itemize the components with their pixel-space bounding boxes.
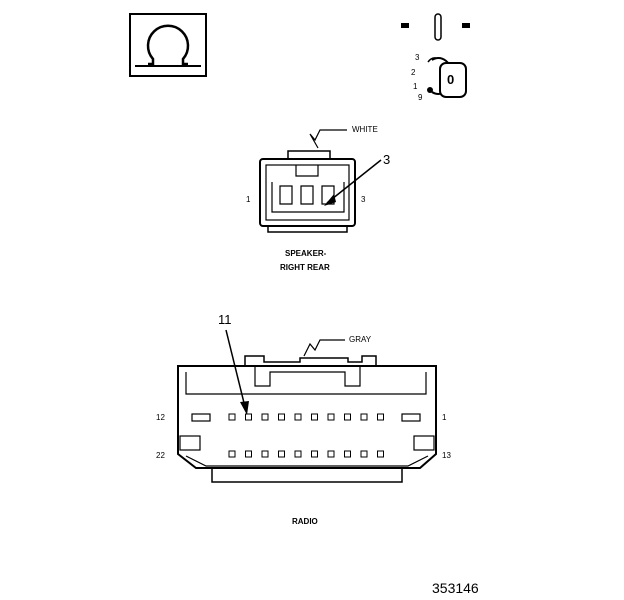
speaker-caption-line1: SPEAKER- [285, 249, 327, 258]
radio-pin-cavity [360, 413, 368, 421]
ignition-pos-3: 3 [415, 53, 420, 62]
speaker-pin-right: 3 [361, 195, 366, 204]
radio-pin-cavity [228, 450, 236, 458]
radio-pin-cavity [377, 413, 384, 421]
speaker-connector: WHITE 3 1 3 SPEAKER- RIGHT REAR [246, 125, 390, 272]
radio-pin-cavity [327, 450, 335, 458]
ignition-pos-9: 9 [418, 93, 423, 102]
speaker-caption-line2: RIGHT REAR [280, 263, 330, 272]
speaker-color-label: WHITE [352, 125, 378, 134]
radio-connector: GRAY 11 12 1 22 13 RADIO [156, 312, 451, 526]
radio-pin-cavity [360, 450, 368, 458]
radio-pin-12: 12 [156, 413, 165, 422]
radio-pin-cavity [311, 450, 318, 458]
radio-pin-cavity [261, 413, 269, 421]
speaker-pin-left: 1 [246, 195, 251, 204]
radio-pin-1: 1 [442, 413, 447, 422]
radio-pin-cavity [344, 450, 351, 458]
radio-pin-13: 13 [442, 451, 451, 460]
speaker-callout: 3 [383, 152, 390, 167]
radio-pin-cavity [228, 413, 236, 421]
radio-callout: 11 [218, 312, 232, 327]
ignition-pos-1: 1 [413, 82, 418, 91]
radio-pin-cavity [327, 413, 335, 421]
ignition-off-label: 0 [447, 72, 454, 87]
ignition-switch-icon: 3 2 1 9 0 [401, 13, 470, 102]
radio-pin-cavity [261, 450, 269, 458]
figure-number: 353146 [432, 580, 479, 596]
radio-pin-cavity [245, 413, 252, 421]
radio-pin-cavity [245, 450, 252, 458]
radio-pin-cavity [294, 413, 302, 421]
radio-pin-22: 22 [156, 451, 165, 460]
radio-pin-cavity [377, 450, 384, 458]
radio-pin-cavity [294, 450, 302, 458]
radio-pin-cavity [311, 413, 318, 421]
radio-pin-cavities [228, 413, 384, 458]
radio-caption: RADIO [292, 517, 318, 526]
ohmmeter-icon [129, 13, 207, 77]
radio-pin-cavity [278, 450, 285, 458]
radio-pin-cavity [344, 413, 351, 421]
radio-pin-cavity [278, 413, 285, 421]
radio-color-label: GRAY [349, 335, 372, 344]
ignition-pos-2: 2 [411, 68, 416, 77]
